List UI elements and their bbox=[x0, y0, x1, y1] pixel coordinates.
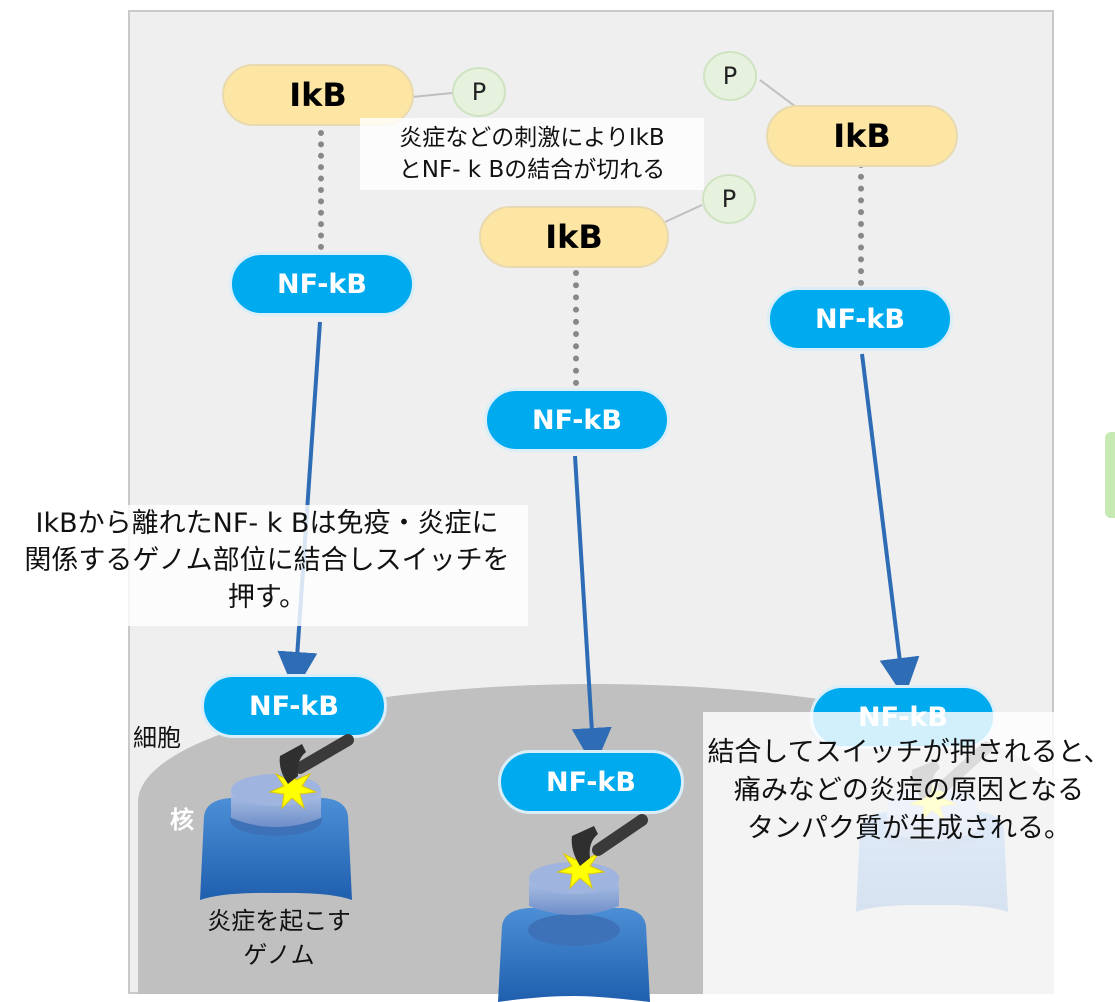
callout-binding: IkBから離れたNF- k Bは免疫・炎症に 関係するゲノム部位に結合しスイッチ… bbox=[6, 505, 528, 626]
phosphate-right: P bbox=[703, 51, 757, 101]
nfkb-left-bound: NF-kB bbox=[229, 252, 415, 316]
phosphate-left: P bbox=[452, 67, 506, 117]
move-arrow-middle bbox=[571, 455, 612, 768]
nfkb-left-genome: NF-kB bbox=[201, 674, 387, 738]
hammer-icon bbox=[279, 734, 354, 784]
ikb-left: IkB bbox=[222, 64, 414, 126]
genome-label: 炎症を起こす ゲノム bbox=[207, 907, 351, 969]
bond-link-left bbox=[318, 130, 324, 250]
impact-flash-icon bbox=[268, 768, 318, 810]
impact-flash-icon bbox=[556, 848, 606, 890]
nfkb-middle-free: NF-kB bbox=[484, 388, 670, 452]
nucleus-label: 核 bbox=[170, 806, 194, 834]
bond-link-right bbox=[858, 162, 864, 286]
cell-label: 細胞 bbox=[133, 724, 181, 752]
nfkb-right-free: NF-kB bbox=[767, 287, 953, 351]
ikb-middle: IkB bbox=[479, 206, 669, 268]
callout-stimulus: 炎症などの刺激によりIkB とNF- k Bの結合が切れる bbox=[360, 118, 704, 190]
side-tab bbox=[1105, 432, 1115, 518]
phospho-link-left bbox=[411, 92, 453, 98]
ikb-right: IkB bbox=[766, 105, 958, 167]
phosphate-middle: P bbox=[702, 174, 756, 224]
move-arrow-right bbox=[860, 353, 920, 698]
phospho-link-middle bbox=[664, 204, 703, 223]
nfkb-middle-genome: NF-kB bbox=[498, 750, 684, 814]
bond-link-middle bbox=[573, 270, 579, 386]
callout-result: 結合してスイッチが押されると、 痛みなどの炎症の原因となる タンパク質が生成され… bbox=[703, 712, 1115, 1002]
hammer-icon bbox=[571, 814, 648, 866]
